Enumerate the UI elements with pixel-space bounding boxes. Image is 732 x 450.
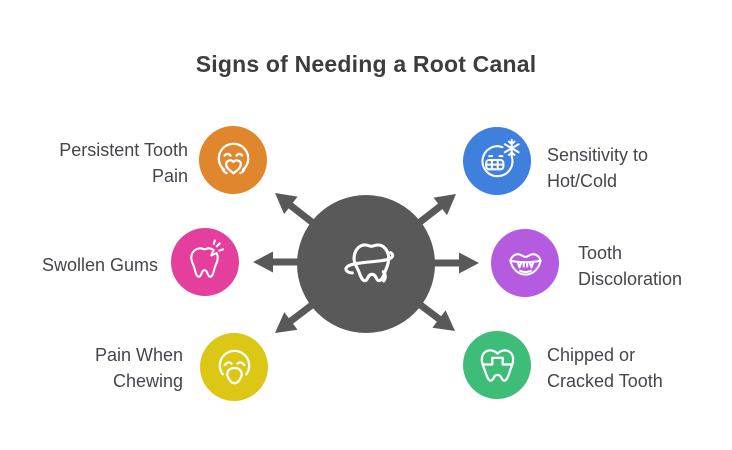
- label-sensitivity-hot-cold: Sensitivity to Hot/Cold: [547, 145, 649, 191]
- label-chipped-cracked-tooth: Chipped or Cracked Tooth: [547, 345, 663, 391]
- tooth-floss-icon: [344, 243, 395, 283]
- chewing-face-icon: [218, 349, 250, 384]
- bubble-pain-when-chewing: [200, 333, 268, 401]
- cold-face-icon: [480, 138, 520, 177]
- chipped-tooth-icon: [480, 348, 514, 382]
- label-pain-when-chewing: Pain When Chewing: [94, 345, 183, 391]
- label-swollen-gums: Swollen Gums: [41, 255, 158, 275]
- hugging-face-icon: [217, 142, 249, 174]
- discolored-mouth-icon: [508, 252, 542, 276]
- bubble-chipped-cracked-tooth: [463, 331, 531, 399]
- bubble-tooth-discoloration: [491, 229, 559, 297]
- bubble-sensitivity-hot-cold: [463, 127, 531, 195]
- bubble-swollen-gums: [171, 228, 239, 296]
- bubble-persistent-tooth-pain: [199, 126, 267, 194]
- label-persistent-tooth-pain: Persistent Tooth Pain: [59, 140, 188, 186]
- page-title: Signs of Needing a Root Canal: [195, 51, 537, 77]
- center-circle: [297, 195, 435, 333]
- aching-tooth-icon: [189, 238, 224, 278]
- label-tooth-discoloration: Tooth Discoloration: [578, 243, 683, 289]
